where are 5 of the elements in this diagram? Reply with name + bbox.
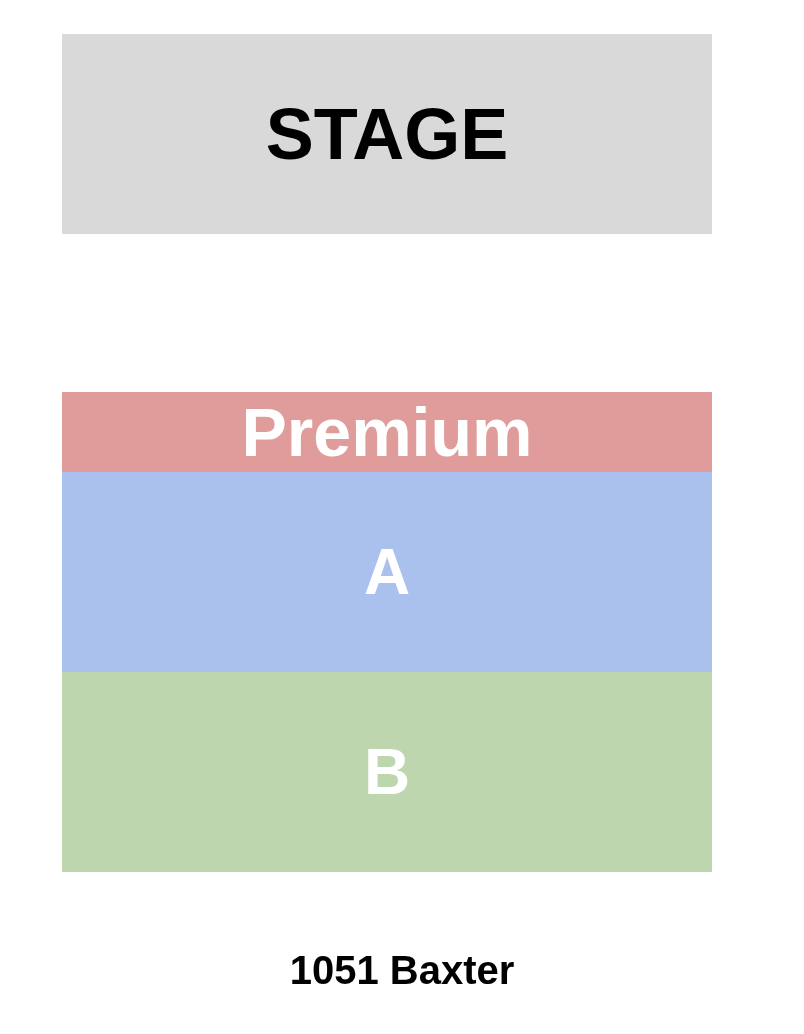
stage-area: STAGE (62, 34, 712, 234)
seating-section: B (62, 672, 712, 872)
venue-address: 1051 Baxter (288, 948, 516, 993)
seating-section: A (62, 472, 712, 672)
seating-section: Premium (62, 392, 712, 472)
